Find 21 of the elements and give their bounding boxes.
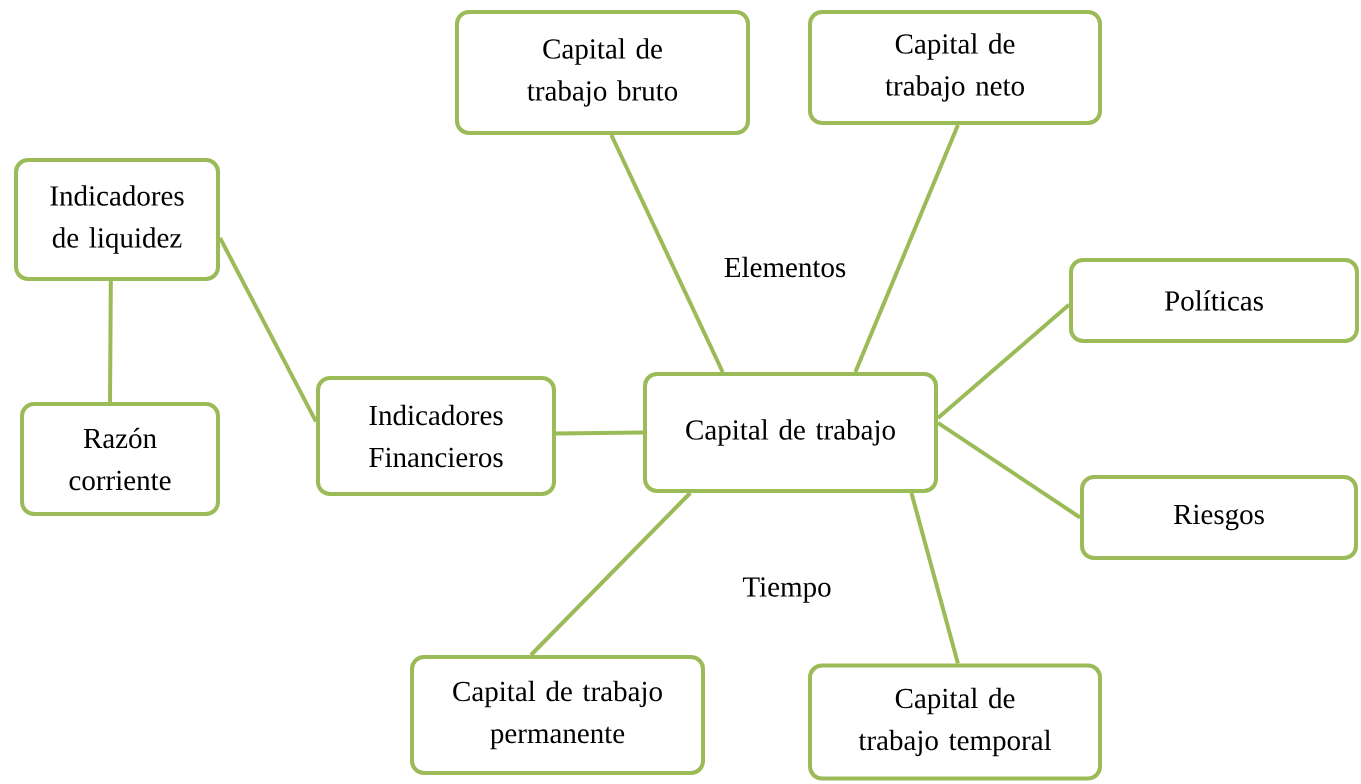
concept-box: Capital de trabajo bruto — [455, 10, 750, 135]
connector-line — [556, 430, 644, 436]
concept-box: Capital de trabajo neto — [808, 10, 1102, 125]
connector-line — [218, 237, 318, 423]
connector-line — [529, 491, 692, 657]
connector-line — [909, 492, 960, 664]
concept-box: Indicadores de liquidez — [14, 158, 220, 281]
concept-box: Riesgos — [1080, 475, 1358, 560]
concept-box: Capital de trabajo permanente — [410, 655, 705, 775]
concept-box: Razón corriente — [20, 402, 220, 516]
connector-line — [936, 421, 1082, 520]
branch-label: Elementos — [724, 256, 846, 278]
concept-box: Políticas — [1069, 258, 1359, 343]
connector-line — [936, 303, 1071, 420]
branch-label: Tiempo — [742, 577, 831, 603]
connector-line — [108, 280, 113, 402]
concept-box: Capital de trabajo — [643, 372, 938, 493]
connector-line — [609, 134, 725, 373]
connector-line — [853, 124, 960, 373]
concept-box: Capital de trabajo temporal — [808, 663, 1102, 781]
concept-box: Indicadores Financieros — [316, 376, 556, 496]
